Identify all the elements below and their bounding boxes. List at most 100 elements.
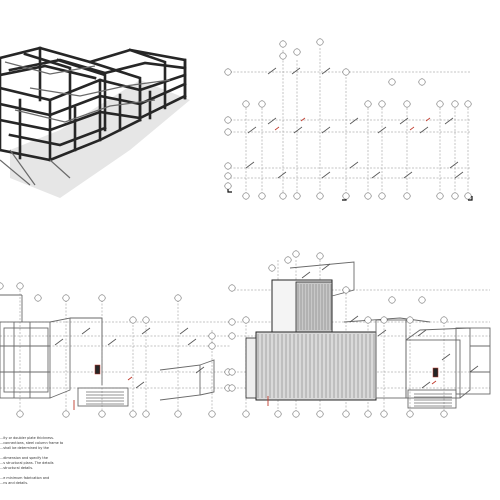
grid-bubble xyxy=(142,410,150,418)
grid-bubble xyxy=(440,410,448,418)
upper-plan-grid-lines xyxy=(230,48,470,192)
grid-bubble xyxy=(174,294,182,302)
upper-plan-connection-marks xyxy=(274,117,431,131)
grid-bubble xyxy=(268,264,276,272)
grid-bubble xyxy=(403,100,411,108)
grid-bubble xyxy=(292,410,300,418)
grid-bubble xyxy=(451,192,459,200)
grid-bubble xyxy=(224,128,232,136)
grid-bubble xyxy=(440,316,448,324)
framing-plan-upper xyxy=(224,38,473,201)
grid-bubble xyxy=(208,342,216,350)
iso-secondary-members xyxy=(0,61,171,186)
grid-bubble xyxy=(342,192,350,200)
isometric-steel-frame-view xyxy=(0,46,190,198)
grid-bubble xyxy=(279,52,287,60)
grid-bubble xyxy=(228,332,236,340)
grid-bubble xyxy=(208,410,216,418)
general-notes: ...ity or doubler plate thickness. ...co… xyxy=(0,436,92,486)
grid-bubble xyxy=(228,284,236,292)
grid-bubble xyxy=(418,296,426,304)
left-elevation-frame xyxy=(0,294,215,407)
grid-bubble xyxy=(292,250,300,258)
grid-bubble xyxy=(293,48,301,56)
note-line: ...e minimum fabrication and xyxy=(0,476,50,480)
grid-bubble xyxy=(380,316,388,324)
grid-bubble xyxy=(403,192,411,200)
note-line: ...connections, steel column frame to xyxy=(0,441,64,445)
grid-bubble xyxy=(16,410,24,418)
grid-bubble xyxy=(258,192,266,200)
left-elevation-stair xyxy=(86,391,124,405)
grid-bubble xyxy=(228,368,236,376)
right-elevation-braces xyxy=(301,263,479,389)
framing-elevation-right xyxy=(228,250,491,418)
grid-bubble xyxy=(242,192,250,200)
grid-bubble xyxy=(274,410,282,418)
grid-bubble xyxy=(388,296,396,304)
grid-bubble xyxy=(242,410,250,418)
grid-bubble xyxy=(228,384,236,392)
grid-bubble xyxy=(380,410,388,418)
note-line: ...ns and details. xyxy=(0,481,29,485)
grid-bubble xyxy=(224,172,232,180)
grid-bubble xyxy=(174,410,182,418)
grid-bubble xyxy=(34,294,42,302)
grid-bubble xyxy=(98,410,106,418)
grid-bubble xyxy=(242,100,250,108)
right-elevation-column-marker xyxy=(432,367,439,378)
right-elevation-hatch xyxy=(257,284,375,398)
right-elevation-connection-marks xyxy=(267,380,437,406)
grid-bubble xyxy=(342,68,350,76)
grid-bubble xyxy=(364,192,372,200)
grid-bubble xyxy=(62,294,70,302)
note-line: ...s structural plans. The details xyxy=(0,461,54,465)
note-line: ...ity or doubler plate thickness. xyxy=(0,436,54,440)
grid-bubble xyxy=(364,100,372,108)
grid-bubble xyxy=(316,38,324,46)
note-line: ...shall be determined by the xyxy=(0,446,50,450)
upper-plan-grid-bubbles xyxy=(224,38,472,200)
grid-bubble xyxy=(129,316,137,324)
grid-bubble xyxy=(342,410,350,418)
grid-bubble xyxy=(316,410,324,418)
grid-bubble xyxy=(228,318,236,326)
grid-bubble xyxy=(62,410,70,418)
grid-bubble xyxy=(364,316,372,324)
grid-bubble xyxy=(279,192,287,200)
note-line: ...structural details. xyxy=(0,466,34,470)
right-elevation-frame xyxy=(289,261,491,409)
grid-bubble xyxy=(342,286,350,294)
grid-bubble xyxy=(378,192,386,200)
grid-bubble xyxy=(418,78,426,86)
grid-bubble xyxy=(388,78,396,86)
grid-bubble xyxy=(142,316,150,324)
grid-bubble xyxy=(316,252,324,260)
left-elevation-connection-marks xyxy=(73,376,133,410)
grid-bubble xyxy=(284,256,292,264)
grid-bubble xyxy=(464,192,472,200)
grid-bubble xyxy=(378,100,386,108)
grid-bubble xyxy=(208,332,216,340)
framing-elevation-left xyxy=(0,282,232,418)
note-line: ...dimension and specify the xyxy=(0,456,48,460)
right-elevation-stair xyxy=(414,393,452,407)
left-elevation-grid-bubbles xyxy=(0,282,232,418)
grid-bubble xyxy=(224,182,232,190)
grid-bubble xyxy=(451,100,459,108)
grid-bubble xyxy=(316,192,324,200)
grid-bubble xyxy=(293,192,301,200)
left-elevation-braces xyxy=(54,327,205,389)
right-elevation-grid-bubbles xyxy=(228,250,448,418)
grid-bubble xyxy=(0,282,4,290)
grid-bubble xyxy=(436,100,444,108)
grid-bubble xyxy=(224,162,232,170)
grid-bubble xyxy=(406,316,414,324)
grid-bubble xyxy=(436,192,444,200)
grid-bubble xyxy=(98,294,106,302)
grid-bubble xyxy=(224,68,232,76)
grid-bubble xyxy=(224,116,232,124)
grid-bubble xyxy=(129,410,137,418)
